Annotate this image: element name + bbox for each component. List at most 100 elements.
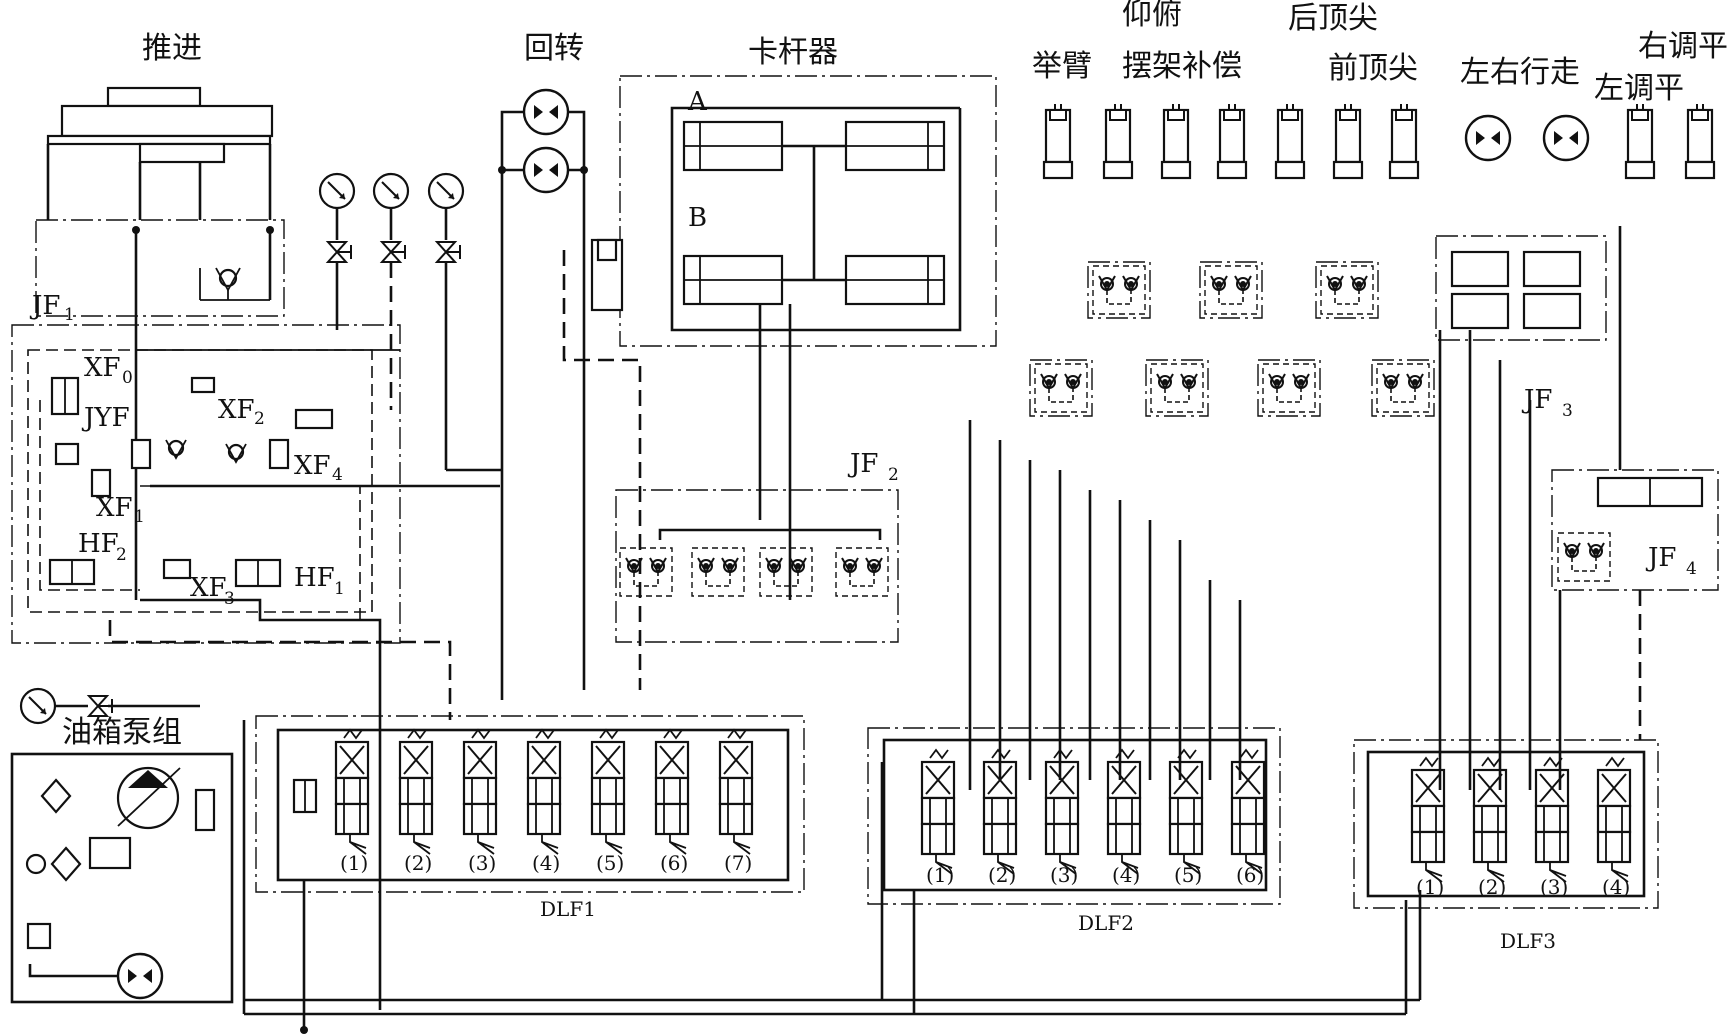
jf1-block [11,324,401,644]
dlf2-bank [867,727,1281,905]
jf2-block [615,489,899,643]
dlf2-section-label: (5) [1174,863,1202,887]
actuator-cylinder [1388,102,1420,180]
dlf3-section [1534,756,1570,884]
dlf3-branch [1498,360,1532,790]
dlf1-relief [292,778,318,814]
label-huizhuan: 回转 [524,31,584,66]
actuator-cylinder [1160,102,1192,180]
jf3-label: JF [1521,385,1552,415]
suction-check [26,922,52,950]
label-qiandingjian: 前顶尖 [1328,51,1418,86]
check-box-4 [1199,261,1263,319]
actuator-cylinder [1332,102,1364,180]
dlf3-sections: (1)(2)(3)(4) [1410,756,1632,899]
dlf2-branch [1088,490,1122,780]
check-box-3 [1145,359,1209,417]
pressure-switch [88,836,132,870]
actuator-cylinder [1042,102,1074,180]
dlf2-section [1168,748,1204,876]
gauge-1 [318,172,356,330]
xf3-valve [162,558,192,580]
clamp-line [758,304,792,600]
dlf3-section [1596,756,1632,884]
xf1-sub: 1 [134,507,145,527]
jf2-check-pair-3 [759,547,813,597]
dlf2-branch [1028,460,1062,780]
xf2-valve [190,376,216,394]
clamp-cylinder-a2 [844,120,946,172]
xf0-label: XF [84,353,121,383]
clamp-box [619,75,997,347]
xf0-sub: 0 [122,368,133,388]
dlf3-bank [1353,739,1659,909]
xf4-sub: 4 [332,465,343,485]
gauge-2 [372,172,410,410]
relief-valve-b [90,468,112,498]
jf1-sub: 1 [64,305,75,325]
actuator-cylinder [1274,102,1306,180]
label-zuoyou-xingzou: 左右行走 [1460,55,1580,90]
dlf2-frame [882,738,1268,892]
clamp-link [782,144,846,282]
label-zuotiaoping: 左调平 [1594,71,1684,106]
label-houdingjian: 后顶尖 [1288,1,1378,36]
relief-valve-c [268,438,290,470]
xf3-label: XF [190,573,227,603]
clamp-aux-cylinder [562,238,642,690]
jf4-block [1551,469,1719,591]
junction-dot [132,226,140,234]
dlf1-section-label: (1) [340,851,368,875]
clamp-label-a: A [687,87,708,117]
jf3-valve-3 [1450,292,1510,330]
label-kaganqi: 卡杆器 [748,35,838,70]
xf2-label: XF [218,395,255,425]
rotation-line-a [500,110,524,700]
jyf-label: JYF [81,403,130,433]
junction-dot [498,166,506,174]
dlf2-section [1230,748,1266,876]
jf3-valve-4 [1522,292,1582,330]
jf3-valve-1 [1450,250,1510,288]
check-box-6 [1315,261,1379,319]
dlf2-section-label: (4) [1112,863,1140,887]
clamp-label-b: B [688,203,707,233]
dlf1-label: DLF1 [540,897,596,921]
check-pair-7 [1376,363,1430,413]
dlf2-label: DLF2 [1078,911,1134,935]
clamp-loop [670,106,962,332]
tank-frame [10,752,234,1004]
jf3-valve-2 [1522,250,1582,288]
relief-valve-a [130,438,152,470]
pump-gauge [19,687,57,725]
dlf1-sections: (1)(2)(3)(4)(5)(6)(7) [334,728,754,875]
label-baijia-buchang: 摆架补偿 [1122,49,1242,84]
dlf2-branch [968,420,1002,790]
check-box-1 [1029,359,1093,417]
jf2-top-line [658,528,882,540]
dlf2-section-label: (1) [926,863,954,887]
jf2-check-pair-1 [619,547,673,597]
dlf2-section [1106,748,1142,876]
xf2-sub: 2 [254,409,265,429]
dlf1-section-label: (5) [596,851,624,875]
actuator-cylinder [1102,102,1134,180]
jyf-valve [54,442,80,466]
filter-bottom [50,846,82,882]
pump-main [116,766,181,830]
dlf1-section [654,728,690,856]
dlf1-section-label: (4) [532,851,560,875]
label-jubi: 举臂 [1032,49,1092,84]
walk-motor-right [1542,114,1590,162]
label-tuijin: 推进 [142,31,202,66]
clamp-cylinder-a1 [682,120,784,172]
actuator-cylinder [1216,102,1248,180]
jf1-drain-line [108,620,452,720]
jf2-label: JF [847,449,878,479]
aux-pump [116,952,164,1000]
dlf3-section-label: (3) [1540,875,1568,899]
label-youtiaoping: 右调平 [1638,29,1727,64]
check-pair-jubi [1034,363,1088,413]
label-youxiang-bengzu: 油箱泵组 [62,715,182,750]
